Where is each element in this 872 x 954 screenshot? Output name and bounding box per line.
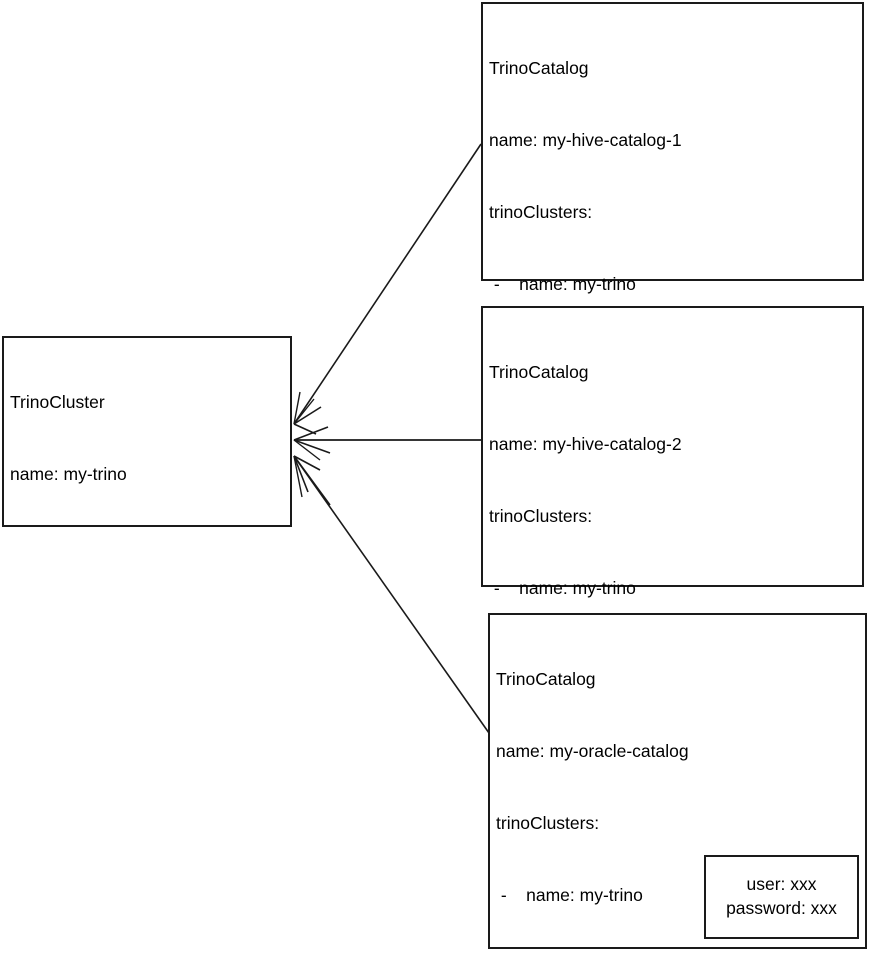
catalog-3-line-3: - name: my-trino	[496, 885, 643, 905]
trino-cluster-text: TrinoCluster name: my-trino	[10, 342, 286, 534]
catalog-2-line-2: trinoClusters:	[489, 506, 593, 526]
edge-catalog-3-to-cluster	[293, 455, 490, 734]
trino-catalog-node-my-hive-catalog-2[interactable]: TrinoCatalog name: my-hive-catalog-2 tri…	[481, 306, 864, 886]
catalog-2-line-0: TrinoCatalog	[489, 362, 589, 382]
catalog-1-line-1: name: my-hive-catalog-1	[489, 130, 682, 150]
catalog-1-line-0: TrinoCatalog	[489, 58, 589, 78]
catalog-2-line-1: name: my-hive-catalog-2	[489, 434, 682, 454]
trino-catalog-node-my-oracle-catalog[interactable]: TrinoCatalog name: my-oracle-catalog tri…	[488, 613, 867, 949]
secret-text: user: xxx password: xxx	[706, 872, 857, 920]
secret-node[interactable]: user: xxx password: xxx	[704, 855, 859, 939]
catalog-3-text: TrinoCatalog name: my-oracle-catalog tri…	[496, 619, 861, 954]
trino-catalog-node-my-hive-catalog-1[interactable]: TrinoCatalog name: my-hive-catalog-1 tri…	[481, 2, 864, 654]
catalog-3-line-1: name: my-oracle-catalog	[496, 741, 689, 761]
edge-convergence-strokes	[293, 391, 321, 498]
catalog-1-line-2: trinoClusters:	[489, 202, 593, 222]
edge-catalog-1-to-cluster	[293, 143, 482, 435]
secret-line-0: user: xxx	[746, 874, 817, 894]
edge-catalog-2-to-cluster	[293, 426, 481, 454]
cluster-line-0: TrinoCluster	[10, 392, 105, 412]
catalog-3-line-2: trinoClusters:	[496, 813, 600, 833]
cluster-line-1: name: my-trino	[10, 464, 127, 484]
catalog-2-line-3: - name: my-trino	[489, 578, 636, 598]
catalog-1-line-3: - name: my-trino	[489, 274, 636, 294]
catalog-3-line-0: TrinoCatalog	[496, 669, 596, 689]
trino-cluster-node[interactable]: TrinoCluster name: my-trino	[2, 336, 292, 527]
secret-line-1: password: xxx	[726, 898, 837, 918]
